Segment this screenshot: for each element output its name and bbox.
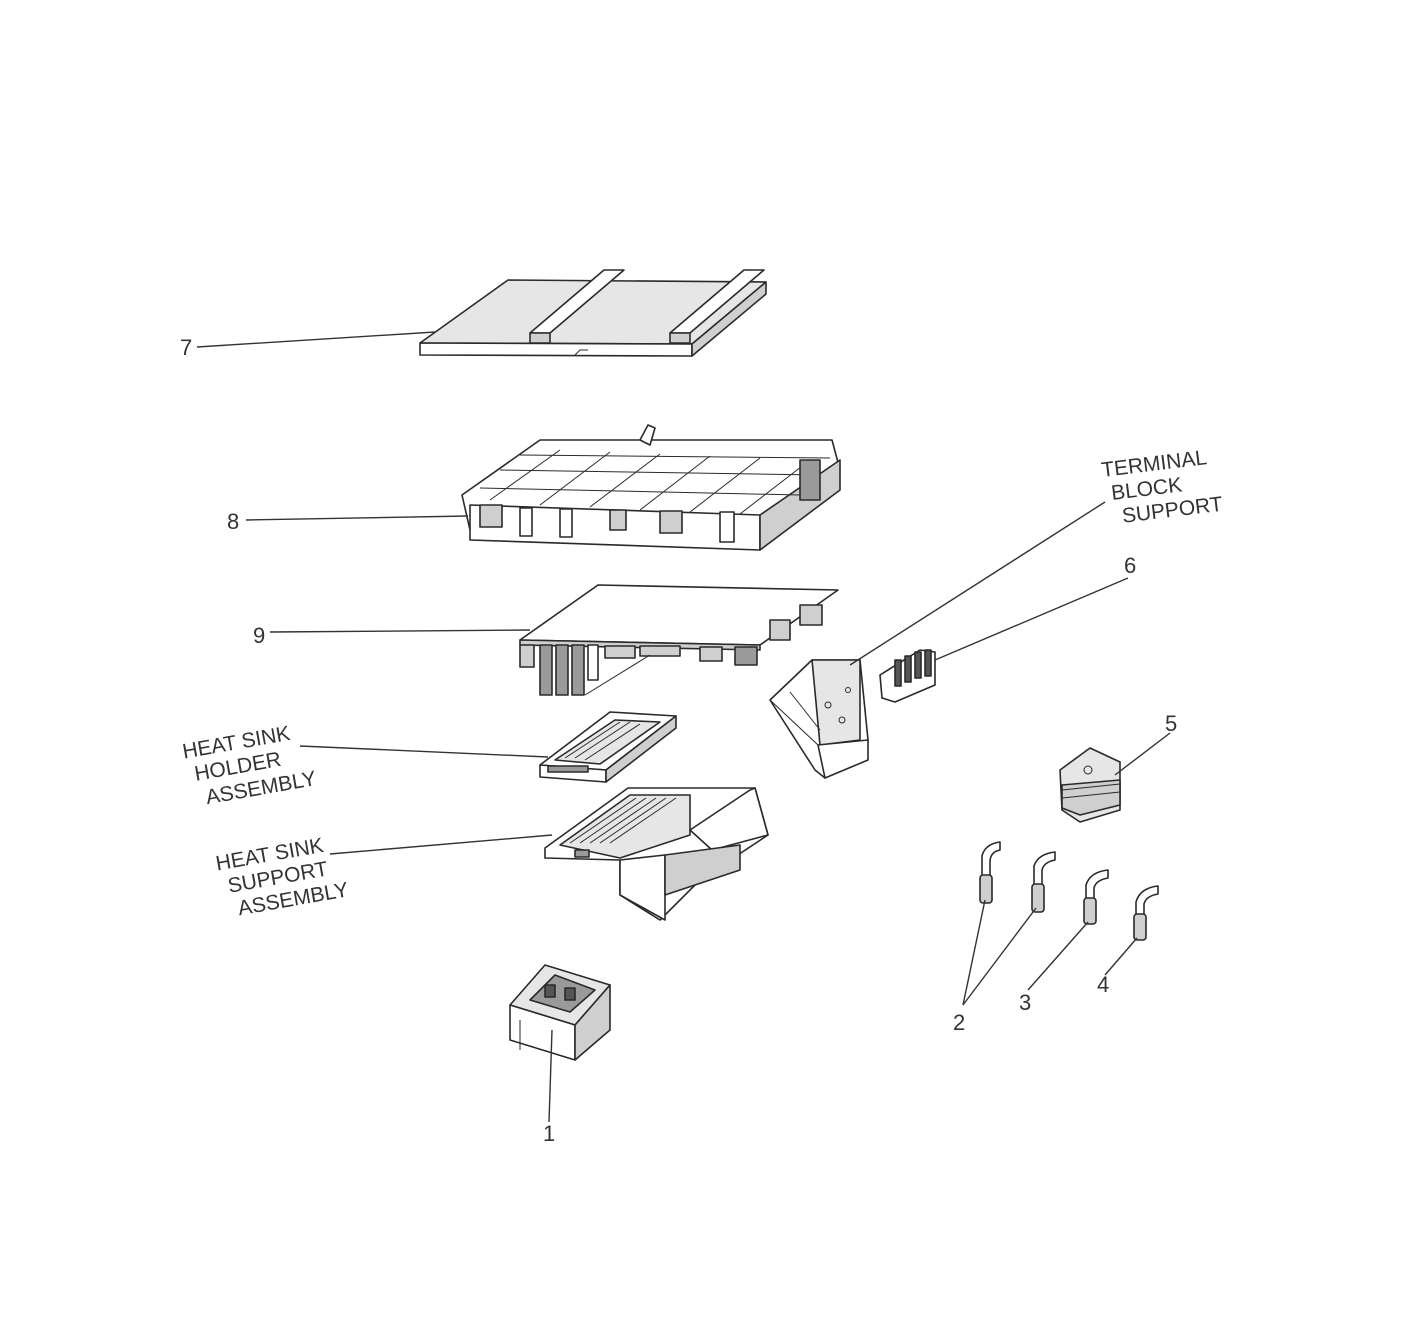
callout-8: 8: [227, 509, 239, 534]
leader-5: [1114, 732, 1171, 776]
terminal-block-support-bracket: [769, 659, 869, 779]
part-9-circuit-board: [519, 584, 839, 696]
label-heat-sink-holder-assembly: HEAT SINK HOLDER ASSEMBLY: [181, 722, 318, 809]
heat-sink-holder-tray: [539, 711, 677, 783]
part-4-lug: [1133, 885, 1159, 941]
callout-2: 2: [953, 1010, 965, 1035]
callout-4: 4: [1097, 972, 1109, 997]
leader-terminal-block-support: [849, 501, 1106, 666]
part-1-transformer: [509, 964, 611, 1061]
part-8-frame: [461, 424, 841, 551]
leader-8: [245, 515, 469, 521]
leader-6: [934, 577, 1129, 661]
callout-9: 9: [253, 623, 265, 648]
leader-7: [196, 331, 436, 348]
callout-1: 1: [543, 1121, 555, 1146]
leader-3: [1027, 921, 1089, 991]
leader-2b: [962, 907, 1037, 1006]
heat-sink-support-base: [544, 787, 769, 921]
part-7-cover-plate: [419, 269, 767, 357]
part-3-lug: [1083, 869, 1109, 925]
callout-5: 5: [1165, 711, 1177, 736]
callout-6: 6: [1124, 553, 1136, 578]
leader-4: [1104, 937, 1138, 976]
callout-7: 7: [180, 335, 192, 360]
part-2-lug-a: [979, 841, 1001, 904]
leader-lines: [196, 331, 1171, 1123]
part-5-choke: [1059, 747, 1121, 823]
leader-heat-sink-holder: [299, 745, 549, 758]
leader-2a: [962, 899, 986, 1006]
label-heat-sink-support-assembly: HEAT SINK SUPPORT ASSEMBLY: [214, 834, 350, 920]
leader-heat-sink-support: [329, 834, 553, 855]
part-2-lug-b: [1031, 851, 1056, 913]
label-terminal-block-support: TERMINAL BLOCK SUPPORT: [1100, 446, 1224, 528]
callout-3: 3: [1019, 990, 1031, 1015]
leader-1: [548, 1029, 553, 1123]
part-6-terminal-block: [879, 649, 936, 703]
leader-9: [269, 629, 531, 633]
